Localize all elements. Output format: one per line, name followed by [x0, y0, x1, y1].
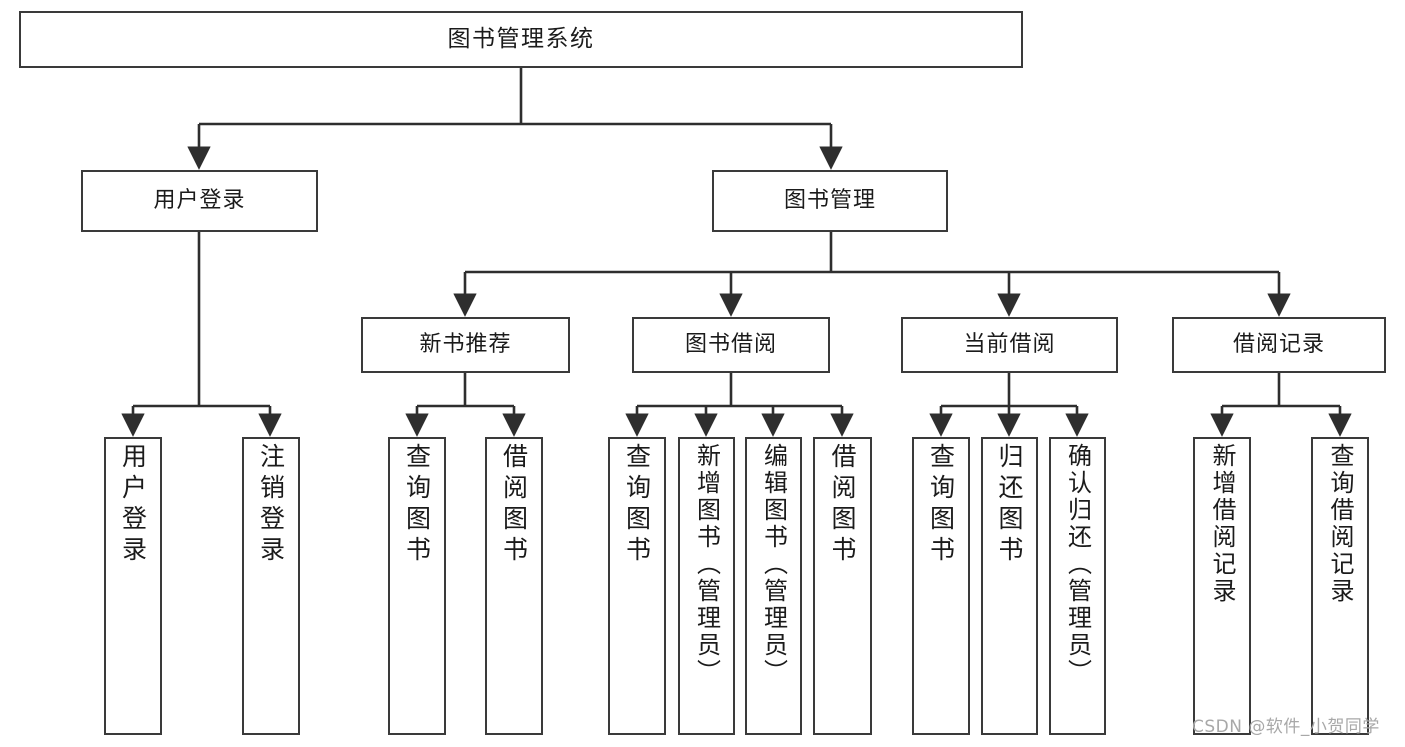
leaf-book-borrow-borrow[interactable]: 借阅图书	[813, 437, 872, 735]
node-new-book-recommend[interactable]: 新书推荐	[361, 317, 570, 373]
leaf-user-login-logout[interactable]: 注销登录	[242, 437, 300, 735]
node-label: 当前借阅	[963, 332, 1056, 358]
leaf-book-borrow-add[interactable]: 新增图书（管理员）	[678, 437, 735, 735]
node-label: 归还图书	[995, 443, 1024, 567]
node-label: 新增图书（管理员）	[692, 443, 721, 686]
node-book-borrow[interactable]: 图书借阅	[632, 317, 830, 373]
leaf-user-login-login[interactable]: 用户登录	[104, 437, 162, 735]
node-label: 借阅图书	[499, 443, 529, 567]
node-label: 用户登录	[118, 443, 148, 567]
node-label: 查询借阅记录	[1326, 443, 1354, 605]
node-label: 查询图书	[622, 443, 652, 567]
leaf-borrow-records-query[interactable]: 查询借阅记录	[1311, 437, 1369, 735]
leaf-current-borrow-query[interactable]: 查询图书	[912, 437, 970, 735]
leaf-book-borrow-edit[interactable]: 编辑图书（管理员）	[745, 437, 802, 735]
leaf-current-borrow-confirm-return[interactable]: 确认归还（管理员）	[1049, 437, 1106, 735]
node-label: 图书借阅	[684, 332, 777, 358]
node-root-system[interactable]: 图书管理系统	[19, 11, 1023, 68]
node-label: 注销登录	[256, 443, 286, 567]
node-label: 查询图书	[926, 443, 956, 567]
node-user-login[interactable]: 用户登录	[81, 170, 318, 232]
node-book-management[interactable]: 图书管理	[712, 170, 948, 232]
node-label: 查询图书	[402, 443, 432, 567]
node-label: 新书推荐	[419, 332, 512, 358]
leaf-book-borrow-query[interactable]: 查询图书	[608, 437, 666, 735]
leaf-new-book-query[interactable]: 查询图书	[388, 437, 446, 735]
node-label: 新增借阅记录	[1208, 443, 1236, 605]
leaf-current-borrow-return[interactable]: 归还图书	[981, 437, 1038, 735]
node-current-borrow[interactable]: 当前借阅	[901, 317, 1118, 373]
node-borrow-records[interactable]: 借阅记录	[1172, 317, 1386, 373]
watermark: CSDN @软件_小贺同学	[1192, 717, 1380, 737]
node-label: 用户登录	[153, 188, 246, 214]
node-label: 借阅图书	[828, 443, 857, 567]
leaf-new-book-borrow[interactable]: 借阅图书	[485, 437, 543, 735]
node-label: 借阅记录	[1232, 332, 1325, 358]
node-label: 确认归还（管理员）	[1063, 443, 1092, 686]
node-label: 图书管理	[783, 188, 876, 214]
node-label: 编辑图书（管理员）	[759, 443, 788, 686]
leaf-borrow-records-add[interactable]: 新增借阅记录	[1193, 437, 1251, 735]
node-label: 图书管理系统	[447, 25, 595, 52]
